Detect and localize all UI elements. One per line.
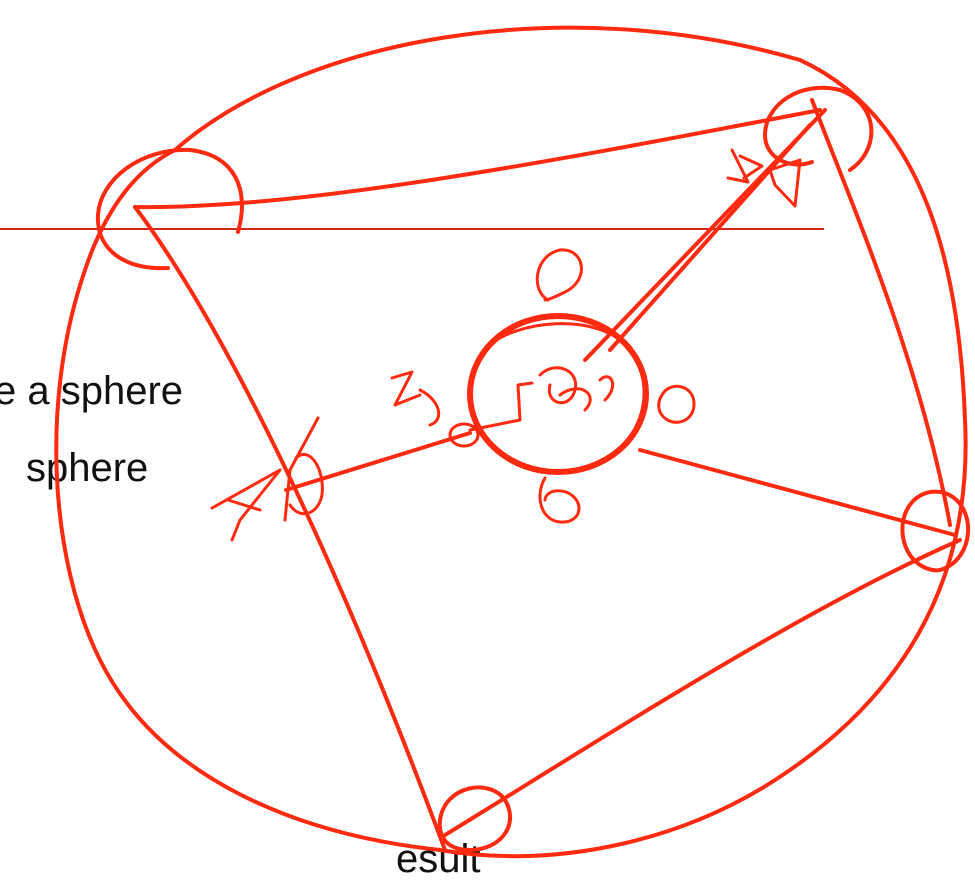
polygon-edge — [133, 205, 447, 852]
contact-circle — [763, 85, 874, 172]
arrowhead-scribble — [210, 468, 282, 542]
small-contact-loop — [448, 422, 480, 448]
radius-line — [608, 123, 812, 352]
inner-sphere-overstroke — [483, 322, 646, 467]
center-scribble — [468, 366, 615, 432]
title-underline — [0, 228, 824, 230]
arrowhead-scribble — [726, 148, 764, 184]
loop-right — [657, 384, 696, 424]
radius-line — [284, 431, 472, 492]
polygon-edge — [133, 108, 822, 210]
inner-sphere-circle — [467, 313, 649, 475]
loop-top — [535, 248, 583, 302]
polygon-edge — [443, 538, 962, 837]
slide-text-line: e a sphere — [0, 369, 184, 413]
loop-bottom — [538, 476, 581, 524]
radius-line — [638, 448, 957, 537]
polygon-edge — [810, 98, 952, 527]
tick-scribble — [283, 416, 320, 522]
arrowhead-scribble — [768, 158, 802, 208]
contact-circle — [95, 147, 244, 271]
contact-circle — [288, 453, 324, 516]
contact-circle — [437, 785, 512, 852]
outer-sphere-circle — [54, 25, 968, 859]
contact-circle — [900, 489, 970, 573]
slide-text-line: sphere — [26, 446, 149, 490]
arrowhead-scribble — [390, 370, 441, 427]
